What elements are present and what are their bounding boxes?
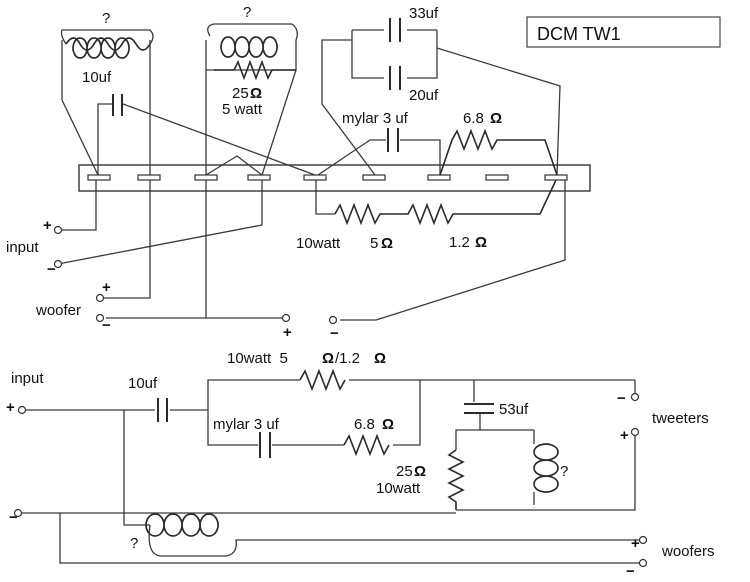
title-box: DCM TW1 bbox=[526, 16, 721, 48]
coil-top-left: ? bbox=[60, 10, 154, 176]
strip-tab-9 bbox=[544, 174, 568, 181]
strip-tab-4 bbox=[247, 174, 271, 181]
jumper-triangle bbox=[205, 155, 263, 176]
input-plus-sign: + bbox=[43, 217, 52, 234]
bottom-coil-label: ? bbox=[560, 463, 568, 480]
woofer-plus-sign: + bbox=[102, 279, 111, 296]
coil-top-middle-label: ? bbox=[243, 4, 251, 21]
res-6-8-top-ohm: Ω bbox=[490, 110, 502, 127]
tweeter-plus-terminal bbox=[281, 313, 291, 323]
bottom-res-25-ohm: Ω bbox=[414, 463, 426, 480]
bottom-res-6-8-ohm: Ω bbox=[382, 416, 394, 433]
tweeters-label: tweeters bbox=[652, 410, 709, 427]
bottom-input-minus: − bbox=[9, 509, 18, 526]
terminal-strip bbox=[78, 164, 591, 192]
woofer-minus-sign: − bbox=[102, 317, 111, 334]
woofer-plus-terminal bbox=[95, 293, 105, 303]
res-25-ohm: Ω bbox=[250, 85, 262, 102]
bottom-input-plus-terminal bbox=[17, 405, 27, 415]
bottom-res-top-ohm1: Ω bbox=[322, 350, 334, 367]
bottom-cap-10uf-label: 10uf bbox=[128, 375, 158, 392]
strip-tab-5 bbox=[303, 174, 327, 181]
coil-top-left-label: ? bbox=[102, 10, 110, 27]
tweeter-plus-sign: + bbox=[283, 324, 292, 341]
strip-tab-1 bbox=[87, 174, 111, 181]
cap-33-20uf: 33uf 20uf bbox=[321, 5, 561, 176]
cap-10uf-top-label: 10uf bbox=[82, 69, 112, 86]
input-minus-sign: − bbox=[47, 261, 56, 278]
bottom-schematic: input + − 10uf ? 10watt 5 Ω /1.2 Ω mylar… bbox=[6, 350, 715, 580]
res-25-power: 5 watt bbox=[222, 101, 263, 118]
cap-mylar-top-label: mylar 3 uf bbox=[342, 110, 409, 127]
res-1-2-ohm: Ω bbox=[475, 234, 487, 251]
bottom-res-top-ohm2: Ω bbox=[374, 350, 386, 367]
woofers-plus-terminal bbox=[638, 535, 648, 545]
strip-tab-6 bbox=[362, 174, 386, 181]
bottom-res-6-8-label: 6.8 bbox=[354, 416, 375, 433]
cap-33uf-label: 33uf bbox=[409, 5, 439, 22]
coil-top-middle: ? 25 Ω 5 watt bbox=[205, 4, 298, 176]
tweeters-minus-sign: − bbox=[617, 390, 626, 407]
res-1-2-label: 1.2 bbox=[449, 234, 470, 251]
strip-tab-8 bbox=[485, 174, 509, 181]
res-25-value: 25 bbox=[232, 85, 249, 102]
bottom-cap-53uf-label: 53uf bbox=[499, 401, 529, 418]
woofers-plus-sign: + bbox=[631, 535, 640, 552]
tweeter-minus-terminal bbox=[328, 315, 338, 325]
tweeters-plus-sign: + bbox=[620, 427, 629, 444]
res-6-8-top: 6.8 Ω bbox=[439, 110, 558, 176]
tweeters-minus-terminal bbox=[630, 392, 640, 402]
bottom-res-top-label: 10watt 5 bbox=[227, 350, 288, 367]
strip-tab-3 bbox=[194, 174, 218, 181]
res-6-8-top-label: 6.8 bbox=[463, 110, 484, 127]
bottom-input-label: input bbox=[11, 370, 44, 387]
input-minus-terminal bbox=[53, 259, 63, 269]
bottom-res-25-power: 10watt bbox=[376, 480, 421, 497]
top-leads: + − input + − woofer + − bbox=[6, 180, 566, 342]
bottom-res-25-value: 25 bbox=[396, 463, 413, 480]
res-10watt-label: 10watt bbox=[296, 235, 341, 252]
bottom-res-top-sep: /1.2 bbox=[335, 350, 360, 367]
res-10watt-top: 10watt 5 Ω 1.2 Ω bbox=[296, 179, 557, 252]
diagram-title: DCM TW1 bbox=[537, 24, 621, 44]
bottom-woofer-coil-label: ? bbox=[130, 535, 138, 552]
cap-10uf-top: 10uf bbox=[82, 69, 316, 176]
woofers-minus-sign: − bbox=[626, 563, 635, 580]
bottom-input-minus-terminal bbox=[13, 508, 23, 518]
tweeter-minus-sign: − bbox=[330, 325, 339, 342]
res-5-ohm: Ω bbox=[381, 235, 393, 252]
bottom-mylar-label: mylar 3 uf bbox=[213, 416, 280, 433]
bottom-input-plus: + bbox=[6, 399, 15, 416]
cap-mylar-top: mylar 3 uf bbox=[317, 110, 441, 176]
top-input-label: input bbox=[6, 239, 39, 256]
woofers-label: woofers bbox=[661, 543, 715, 560]
top-woofer-label: woofer bbox=[35, 302, 81, 319]
res-5-label: 5 bbox=[370, 235, 378, 252]
woofers-minus-terminal bbox=[638, 558, 648, 568]
tweeters-plus-terminal bbox=[630, 427, 640, 437]
strip-tab-2 bbox=[137, 174, 161, 181]
woofer-minus-terminal bbox=[95, 313, 105, 323]
strip-tab-7 bbox=[427, 174, 451, 181]
cap-20uf-label: 20uf bbox=[409, 87, 439, 104]
input-plus-terminal bbox=[53, 225, 63, 235]
